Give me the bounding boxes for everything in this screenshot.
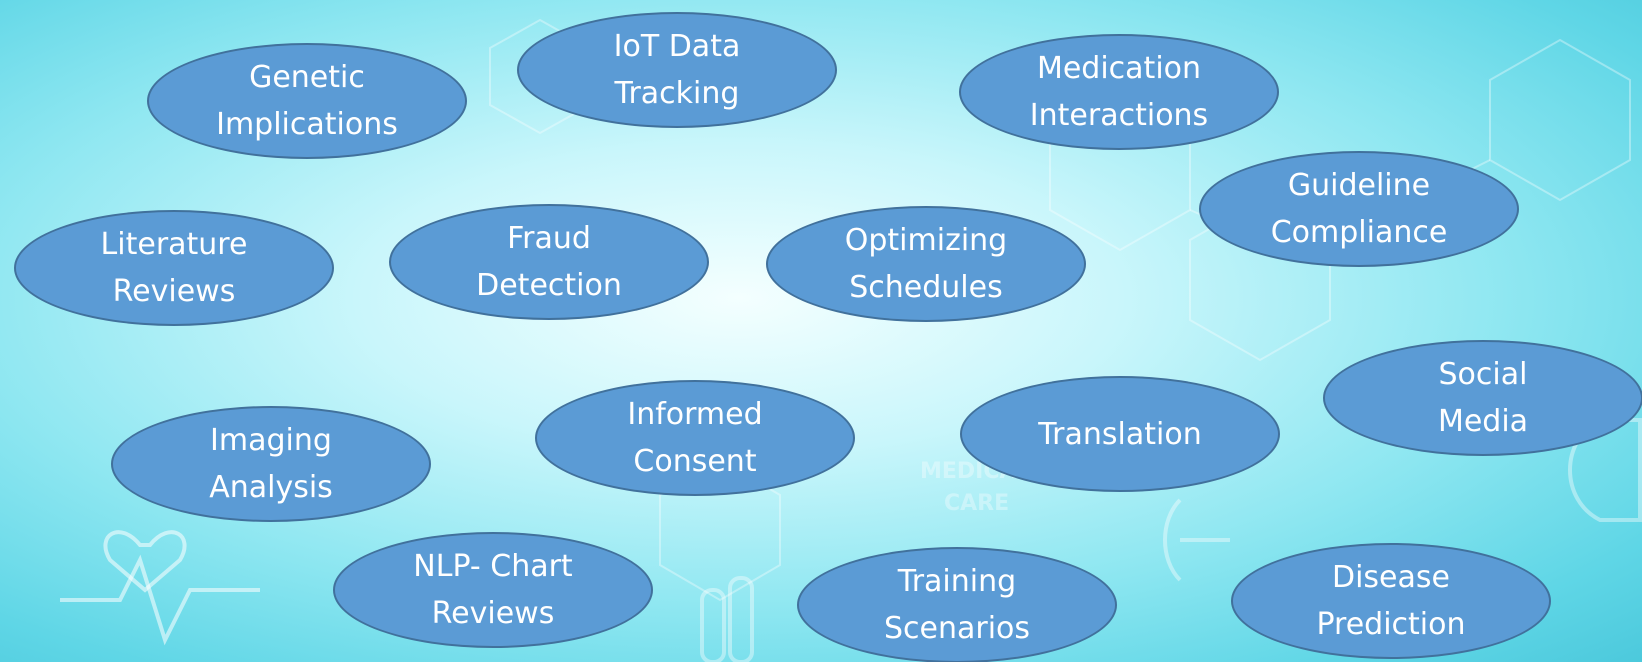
bubble-literature-reviews: Literature Reviews	[14, 210, 334, 326]
bubble-optimizing-schedules: Optimizing Schedules	[766, 206, 1086, 322]
bubble-label: Guideline Compliance	[1270, 168, 1448, 250]
bubble-nlp-chart-reviews: NLP- Chart Reviews	[333, 532, 653, 648]
bubble-iot-data-tracking: IoT Data Tracking	[517, 12, 837, 128]
bubble-disease-prediction: Disease Prediction	[1231, 543, 1551, 659]
bubble-label: Optimizing Schedules	[844, 223, 1008, 305]
bubble-medication-interactions: Medication Interactions	[959, 34, 1279, 150]
watermark-care: CARE	[944, 491, 1009, 516]
bubble-label: Medication Interactions	[1029, 51, 1209, 133]
bubble-label: Genetic Implications	[216, 60, 398, 142]
bubble-label: Disease Prediction	[1316, 560, 1466, 642]
bubble-training-scenarios: Training Scenarios	[797, 547, 1117, 662]
bubble-label: IoT Data Tracking	[613, 29, 741, 111]
bubble-label: Translation	[1038, 416, 1202, 452]
bubble-informed-consent: Informed Consent	[535, 380, 855, 496]
bubble-label: Fraud Detection	[476, 221, 622, 303]
bubble-genetic-implications: Genetic Implications	[147, 43, 467, 159]
bubble-fraud-detection: Fraud Detection	[389, 204, 709, 320]
bubble-label: Social Media	[1437, 357, 1529, 439]
bubble-label: Literature Reviews	[100, 227, 248, 309]
bubble-guideline-compliance: Guideline Compliance	[1199, 151, 1519, 267]
bubble-label: Training Scenarios	[883, 564, 1031, 646]
bubble-translation: Translation	[960, 376, 1280, 492]
bubble-label: Imaging Analysis	[209, 423, 333, 505]
bubble-label: NLP- Chart Reviews	[413, 549, 573, 631]
heartbeat-icon	[60, 530, 260, 646]
bubble-social-media: Social Media	[1323, 340, 1642, 456]
bubble-label: Informed Consent	[627, 397, 763, 479]
bubble-imaging-analysis: Imaging Analysis	[111, 406, 431, 522]
